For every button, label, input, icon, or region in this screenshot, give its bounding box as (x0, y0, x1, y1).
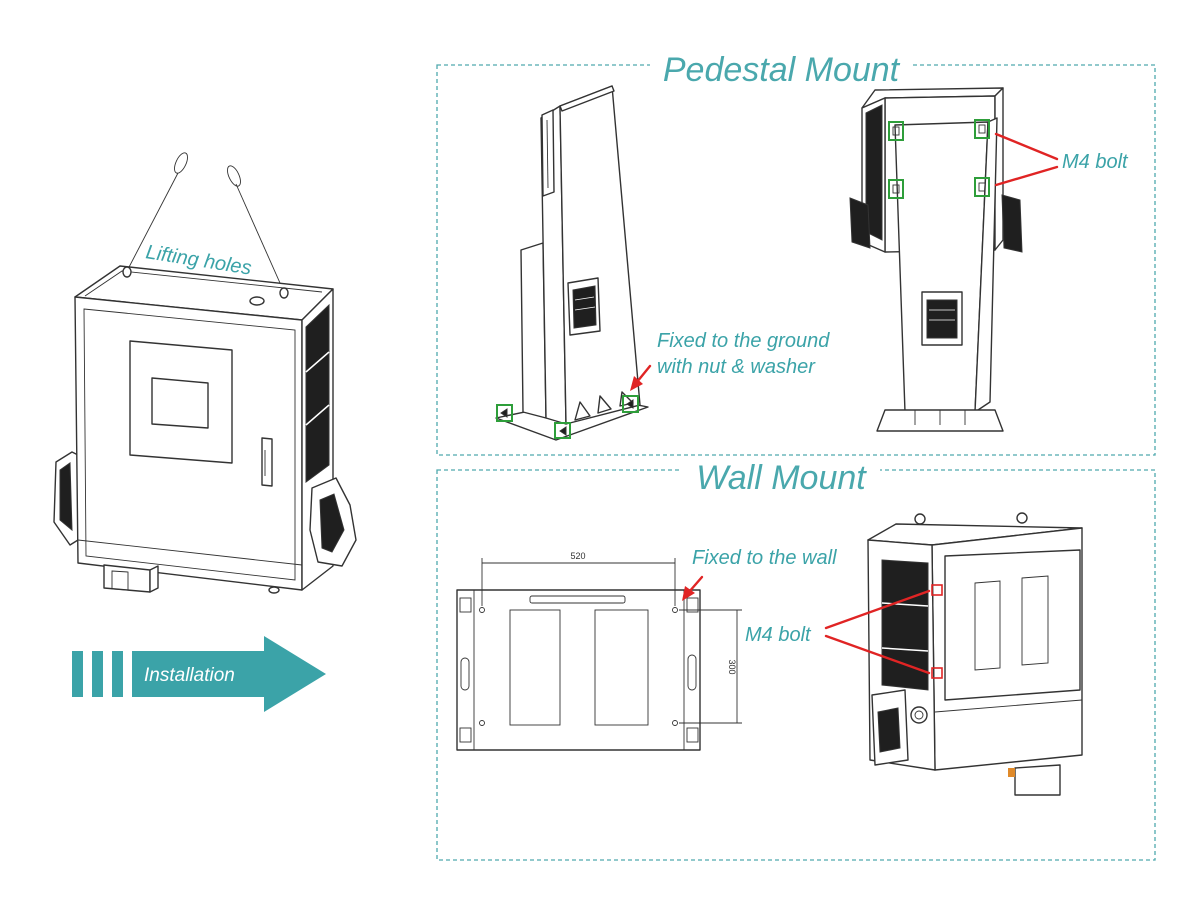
bolt-highlight (888, 179, 904, 199)
ground-bolt-highlight (622, 395, 639, 413)
pedestal-charger-drawing (849, 87, 1023, 432)
wall-charger-drawing (867, 512, 1083, 796)
pedestal-ground-drawing (495, 85, 649, 441)
ground-bolt-highlight (554, 422, 571, 439)
wall-bolt-label: M4 bolt (745, 624, 812, 646)
bolt-highlight (974, 177, 990, 197)
installation-label: Installation (144, 665, 235, 686)
pedestal-mount-panel: Pedestal Mount Fixed to the ground (436, 51, 1156, 456)
wall-mount-title: Wall Mount (696, 459, 867, 497)
ground-fix-arrow (630, 364, 652, 391)
wall-bolt-highlight (931, 584, 943, 596)
wall-fix-label: Fixed to the wall (692, 547, 837, 569)
pedestal-bolt-pointers (994, 132, 1059, 187)
dimension-height-label: 300 (727, 659, 737, 674)
wall-mount-panel: Wall Mount 520 (436, 458, 1156, 861)
wall-bolt-pointers (824, 589, 931, 675)
dimension-width-label: 520 (570, 551, 585, 561)
ground-fix-label-line1: Fixed to the ground (657, 330, 830, 352)
ground-bolt-highlight (496, 404, 513, 422)
wall-bolt-highlight (931, 667, 943, 679)
pedestal-bolt-label: M4 bolt (1062, 151, 1129, 173)
bolt-highlight (888, 121, 904, 141)
wall-fix-arrow (682, 575, 704, 601)
ground-fix-label-line2: with nut & washer (657, 356, 816, 378)
installation-arrow: Installation (72, 636, 326, 712)
charger-cabinet-drawing (53, 152, 357, 594)
bolt-highlight (974, 119, 990, 139)
wall-plate-drawing: 520 300 (456, 551, 742, 751)
pedestal-mount-title: Pedestal Mount (663, 51, 901, 89)
